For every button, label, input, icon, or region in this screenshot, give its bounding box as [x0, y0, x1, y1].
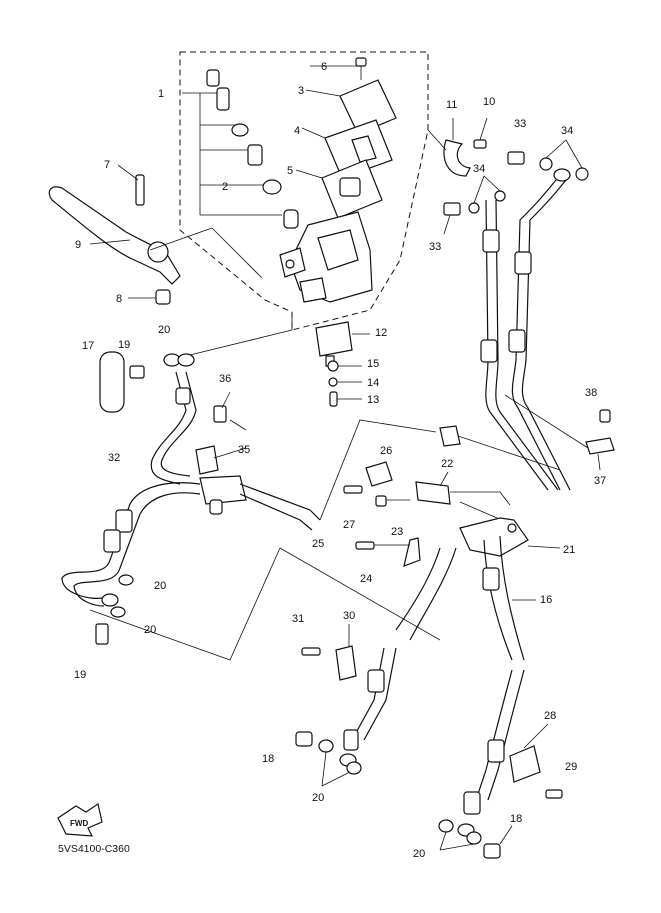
piston-kit	[182, 69, 299, 229]
callout-37: 37	[594, 475, 606, 487]
callout-33-lower: 33	[429, 241, 441, 253]
callout-18-right: 18	[510, 813, 522, 825]
callout-5: 5	[287, 165, 293, 177]
callout-24: 24	[360, 573, 372, 585]
front-brake-hose-left	[339, 547, 457, 767]
lower-union-bolts	[295, 731, 513, 859]
center-brackets	[343, 425, 461, 507]
callout-16: 16	[540, 594, 552, 606]
fwd-arrow-icon: FWD	[57, 803, 103, 837]
brake-lever	[48, 164, 263, 305]
callout-22: 22	[441, 458, 453, 470]
callout-28: 28	[544, 710, 556, 722]
callout-20-upper: 20	[158, 324, 170, 336]
callout-12: 12	[375, 327, 387, 339]
callout-15: 15	[367, 358, 379, 370]
lower-hose-clamp-right	[509, 723, 563, 799]
callout-34-right: 34	[561, 125, 573, 137]
master-cylinder-group-outline	[179, 51, 429, 331]
handlebar-clamp	[427, 117, 488, 177]
upper-union-bolts	[443, 139, 589, 235]
callout-6: 6	[321, 61, 327, 73]
callout-35: 35	[238, 444, 250, 456]
diagram-code: 5VS4100-C360	[58, 843, 130, 855]
callout-32: 32	[108, 452, 120, 464]
brake-hose-left-lower	[61, 475, 321, 645]
callout-10: 10	[483, 96, 495, 108]
callout-7: 7	[104, 159, 110, 171]
callout-18-left: 18	[262, 753, 274, 765]
callout-34-left: 34	[473, 163, 485, 175]
callout-17: 17	[82, 340, 94, 352]
callout-1: 1	[158, 88, 164, 100]
callout-11: 11	[446, 99, 457, 111]
master-cylinder-body	[279, 211, 373, 330]
callout-8: 8	[116, 293, 122, 305]
callout-21: 21	[563, 544, 575, 556]
callout-23: 23	[391, 526, 403, 538]
brake-switch	[315, 321, 370, 407]
callout-3: 3	[298, 85, 304, 97]
hose-bracket-right	[439, 394, 615, 471]
callout-9: 9	[75, 239, 81, 251]
callout-2: 2	[222, 181, 228, 193]
callout-numbers: 1 2 3 4 5 6 7 8 9 10 11 12 13 14 15 16 1…	[74, 61, 606, 860]
callout-30: 30	[343, 610, 355, 622]
callout-20-left-b: 20	[144, 624, 156, 636]
callout-26: 26	[380, 445, 392, 457]
callout-36: 36	[219, 373, 231, 385]
callout-33-upper: 33	[514, 118, 526, 130]
callout-13: 13	[367, 394, 379, 406]
callout-38: 38	[585, 387, 597, 399]
lower-hose-clamp-left	[301, 624, 357, 681]
callout-4: 4	[294, 125, 300, 137]
callout-20-center: 20	[312, 792, 324, 804]
brake-hose-left-upper	[99, 329, 293, 485]
callout-31: 31	[292, 613, 304, 625]
callout-20-right: 20	[413, 848, 425, 860]
callout-19-lower: 19	[74, 669, 86, 681]
callout-27: 27	[343, 519, 355, 531]
callout-29: 29	[565, 761, 577, 773]
brake-hose-joint	[355, 517, 561, 567]
front-brake-hose-right	[457, 535, 536, 837]
callout-20-left-a: 20	[154, 580, 166, 592]
reservoir-cap-stack	[295, 57, 397, 219]
callout-25: 25	[312, 538, 324, 550]
callout-19-upper: 19	[118, 339, 130, 351]
fwd-label: FWD	[70, 819, 88, 828]
callout-14: 14	[367, 377, 379, 389]
upper-brake-hoses	[480, 179, 571, 491]
